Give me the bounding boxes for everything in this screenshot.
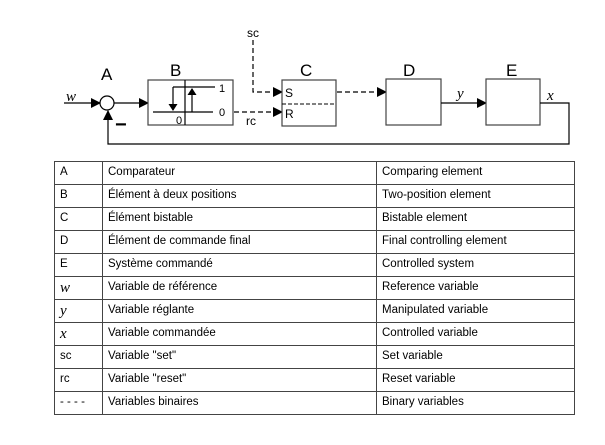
legend-english-term: Two-position element [376, 184, 575, 208]
legend-symbol: D [54, 230, 103, 254]
c-set-port: S [285, 86, 293, 100]
legend-symbol: A [54, 161, 103, 185]
feedback-line [103, 102, 570, 145]
block-c-label: C [300, 61, 312, 80]
legend-french-term: Élément de commande final [102, 230, 377, 254]
legend-french-term: Élément bistable [102, 207, 377, 231]
legend-english-term: Reset variable [376, 368, 575, 392]
legend-french-term: Élément à deux positions [102, 184, 377, 208]
legend-english-term: Comparing element [376, 161, 575, 185]
legend-english-term: Controlled system [376, 253, 575, 277]
sc-line [252, 40, 283, 97]
signal-w-label: w [66, 89, 76, 105]
block-d-box [385, 78, 442, 126]
legend-french-term: Système commandé [102, 253, 377, 277]
legend-english-term: Manipulated variable [376, 299, 575, 323]
legend-french-term: Variable commandée [102, 322, 377, 346]
block-b-label: B [170, 61, 181, 80]
signal-y-label: y [455, 86, 464, 102]
c-reset-port: R [285, 107, 294, 121]
legend-french-term: Variables binaires [102, 391, 377, 415]
legend-symbol: B [54, 184, 103, 208]
feedback-minus-sign: − [115, 114, 127, 136]
signal-sc-label: sc [247, 26, 259, 40]
signal-rc-label: rc [246, 114, 256, 128]
legend-symbol: w [54, 276, 103, 300]
legend-symbol: - - - - [54, 391, 103, 415]
b-level-high: 1 [219, 83, 225, 95]
legend-french-term: Variable "reset" [102, 368, 377, 392]
legend-symbol: sc [54, 345, 103, 369]
b-threshold: 0 [176, 115, 182, 127]
comparator-circle [99, 95, 115, 111]
legend-symbol: y [54, 299, 103, 323]
legend-symbol: C [54, 207, 103, 231]
legend-french-term: Variable réglante [102, 299, 377, 323]
legend-english-term: Final controlling element [376, 230, 575, 254]
block-d-label: D [403, 61, 415, 80]
legend-french-term: Variable "set" [102, 345, 377, 369]
block-a-label: A [101, 65, 113, 84]
legend-english-term: Set variable [376, 345, 575, 369]
legend-symbol: x [54, 322, 103, 346]
block-e-box [485, 78, 541, 126]
legend-french-term: Variable de référence [102, 276, 377, 300]
legend-symbol: rc [54, 368, 103, 392]
block-e-label: E [506, 61, 517, 80]
legend-english-term: Controlled variable [376, 322, 575, 346]
legend-english-term: Binary variables [376, 391, 575, 415]
legend-english-term: Bistable element [376, 207, 575, 231]
block-diagram: w A − B 1 0 0 rc sc C S R D y E x [64, 26, 570, 145]
hysteresis-graph [153, 80, 215, 125]
signal-x-label: x [546, 88, 554, 104]
b-level-low: 0 [219, 107, 225, 119]
block-c-box [281, 79, 337, 127]
legend-french-term: Comparateur [102, 161, 377, 185]
legend-symbol: E [54, 253, 103, 277]
legend-english-term: Reference variable [376, 276, 575, 300]
